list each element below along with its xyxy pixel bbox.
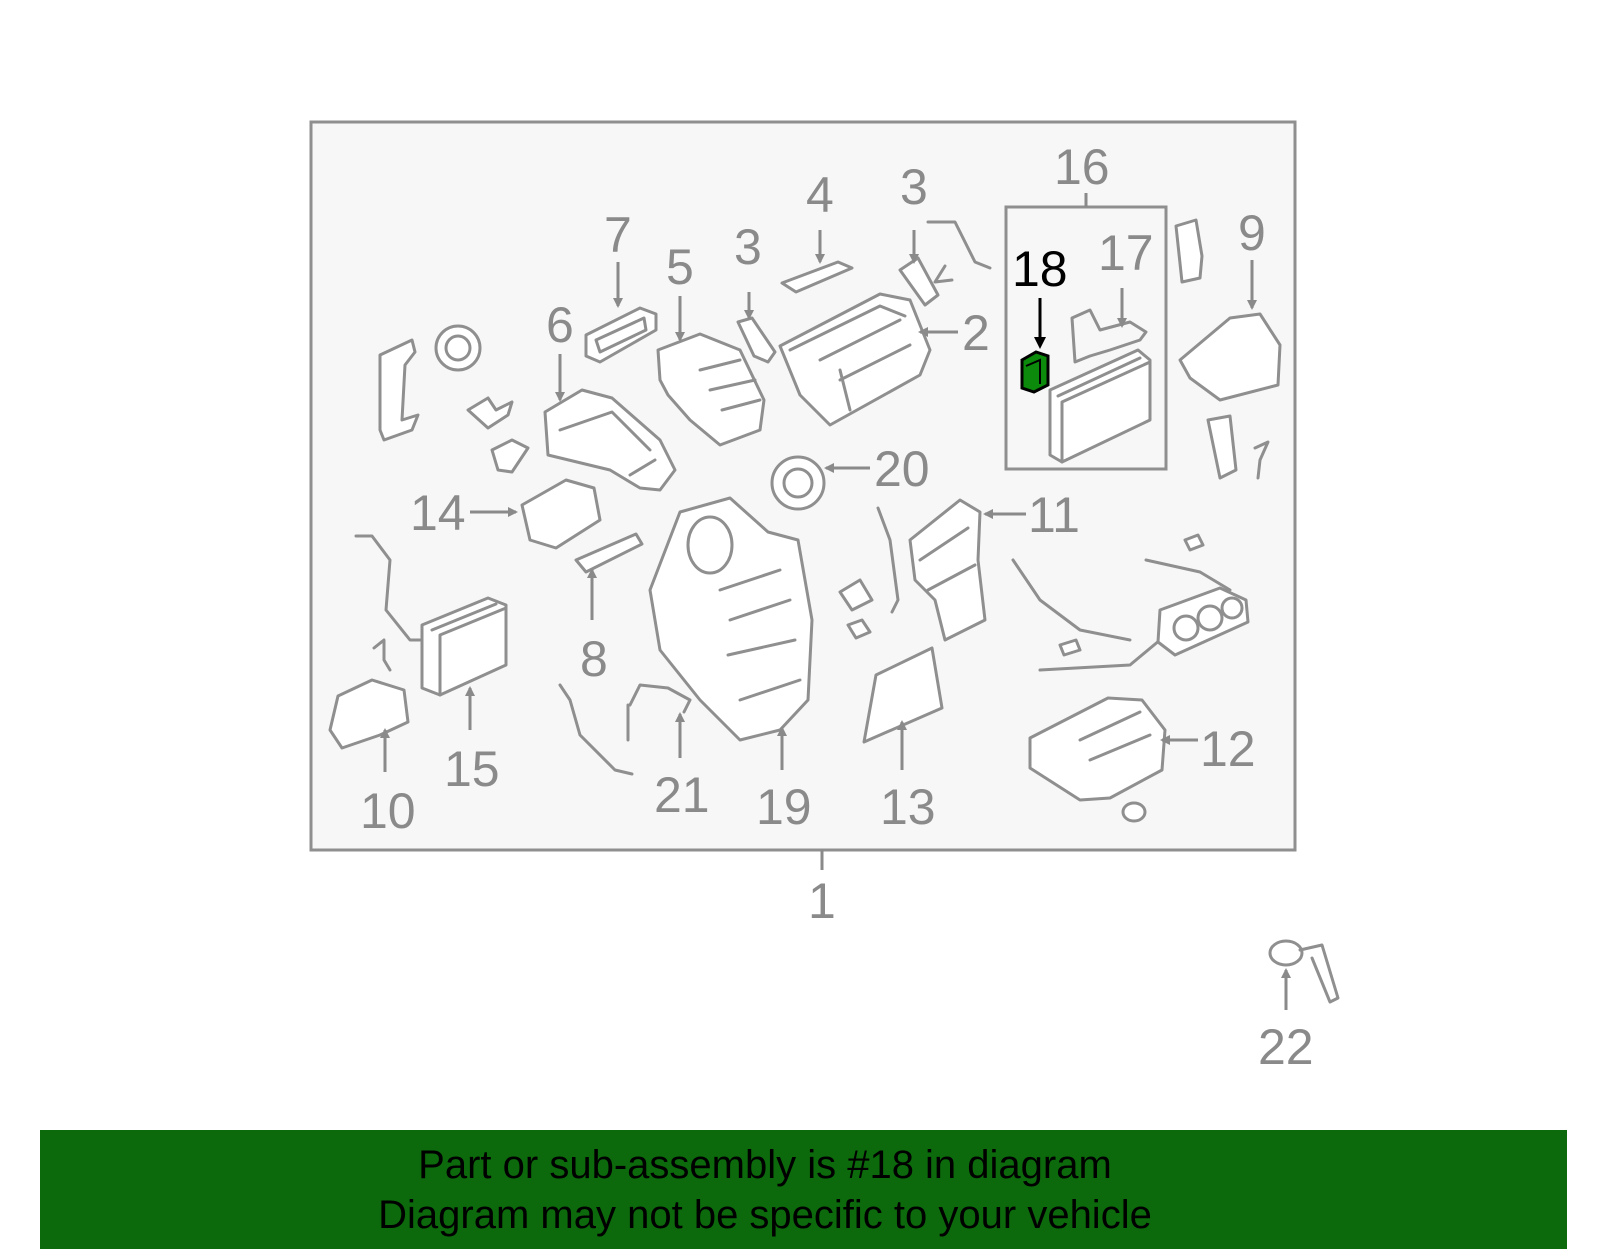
- callout-10: 10: [360, 783, 416, 839]
- callout-21: 21: [654, 767, 710, 823]
- part-5-duct: [656, 332, 766, 447]
- part-17-evaporator: [1048, 308, 1152, 464]
- callout-18: 18: [1012, 241, 1068, 297]
- callout-9: 9: [1238, 205, 1266, 261]
- part-14-box: [520, 478, 602, 550]
- part-vent-assembly: [1011, 533, 1250, 672]
- callout-14: 14: [410, 485, 466, 541]
- part-2-upper-case: [778, 292, 932, 427]
- callout-11: 11: [1028, 487, 1080, 543]
- callout-6: 6: [546, 297, 574, 353]
- misc-center-parts: [558, 578, 874, 776]
- callout-2: 2: [962, 305, 990, 361]
- part-18-expansion-valve: [1020, 350, 1050, 394]
- misc-left-parts: [378, 324, 530, 474]
- callout-4: 4: [806, 167, 834, 223]
- callout-16: 16: [1054, 139, 1110, 195]
- part-15-heater-core: [354, 534, 508, 697]
- callout-12: 12: [1200, 721, 1256, 777]
- part-6-duct: [543, 388, 677, 492]
- callout-3-right: 3: [900, 159, 928, 215]
- callout-7: 7: [604, 207, 632, 263]
- callout-19: 19: [756, 779, 812, 835]
- callout-20: 20: [874, 441, 930, 497]
- part-11-duct: [876, 498, 987, 642]
- info-banner: Part or sub-assembly is #18 in diagram D…: [40, 1130, 1567, 1249]
- banner-line-part-number: Part or sub-assembly is #18 in diagram: [418, 1143, 1112, 1187]
- callout-15: 15: [444, 741, 500, 797]
- banner-line-disclaimer: Diagram may not be specific to your vehi…: [378, 1193, 1152, 1237]
- part-4-filter: [780, 260, 854, 294]
- part-9-duct: [1174, 218, 1282, 480]
- part-7-filter-frame: [584, 306, 658, 364]
- callout-1: 1: [808, 873, 836, 929]
- callout-8: 8: [580, 631, 608, 687]
- part-19-main-case: [648, 496, 814, 742]
- callout-22: 22: [1258, 1019, 1314, 1075]
- callout-3-left: 3: [734, 219, 762, 275]
- part-12-tray: [1028, 696, 1167, 823]
- part-13-plate: [862, 646, 944, 744]
- callout-17: 17: [1098, 225, 1154, 281]
- callout-5: 5: [666, 239, 694, 295]
- callout-13: 13: [880, 779, 936, 835]
- part-22-clip: [1268, 939, 1340, 1004]
- part-8-bracket: [574, 532, 644, 574]
- part-20-blower: [770, 455, 826, 511]
